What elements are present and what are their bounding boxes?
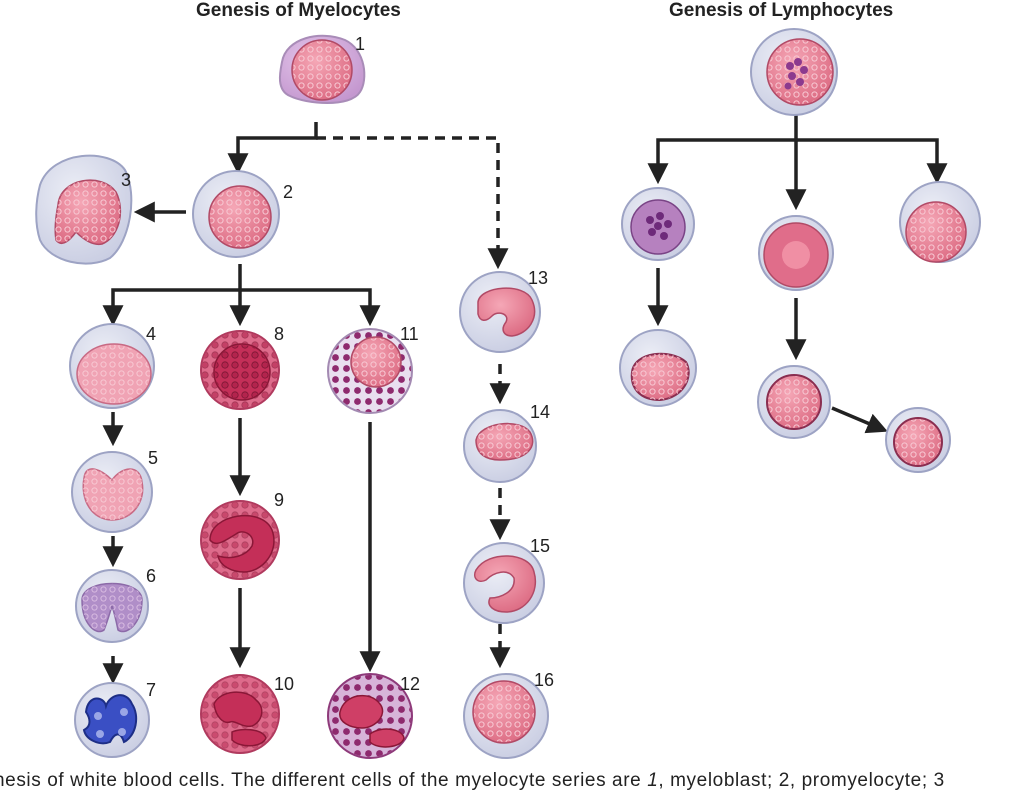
cell-4	[69, 323, 155, 409]
caption-number-1: 1	[647, 770, 659, 791]
label-7: 7	[146, 680, 156, 700]
lymphocyte-left-2	[619, 329, 697, 407]
figure-caption: nesis of white blood cells. The differen…	[0, 770, 945, 792]
caption-text-end: , myeloblast; 2, promyelocyte; 3	[658, 770, 945, 791]
label-16: 16	[534, 670, 554, 690]
cell-16	[463, 673, 549, 759]
cell-15	[463, 542, 545, 624]
label-9: 9	[274, 490, 284, 510]
label-13: 13	[528, 268, 548, 288]
cell-7	[74, 682, 150, 758]
cell-13	[459, 271, 541, 353]
cell-5	[71, 451, 153, 533]
label-5: 5	[148, 448, 158, 468]
cell-14	[463, 409, 537, 483]
label-14: 14	[530, 402, 550, 422]
lymphocyte-small	[885, 407, 951, 473]
label-10: 10	[274, 674, 294, 694]
caption-text-start: nesis of white blood cells. The differen…	[0, 770, 648, 791]
label-12: 12	[400, 674, 420, 694]
cell-2-promyelocyte	[192, 170, 280, 258]
label-2: 2	[283, 182, 293, 202]
lymphocyte-center-1	[758, 215, 834, 291]
lymphocyte-arrows	[647, 114, 948, 434]
lymphocyte-center-2	[757, 365, 831, 439]
title-lymphocytes: Genesis of Lymphocytes	[669, 0, 894, 21]
lymphoblast-cell	[750, 28, 838, 116]
cell-8	[200, 330, 280, 410]
label-15: 15	[530, 536, 550, 556]
cell-1-myeloblast	[278, 34, 366, 104]
label-4: 4	[146, 324, 156, 344]
cell-11	[327, 328, 413, 414]
label-11: 11	[400, 324, 419, 344]
lymphocyte-left-1	[621, 187, 695, 261]
title-myelocytes: Genesis of Myelocytes	[196, 0, 401, 21]
cell-10	[200, 674, 280, 754]
cell-9	[200, 500, 280, 580]
myelocyte-arrows	[102, 122, 511, 685]
label-6: 6	[146, 566, 156, 586]
lymphocyte-right-1	[899, 181, 981, 263]
label-8: 8	[274, 324, 284, 344]
cell-6	[75, 569, 149, 643]
label-3: 3	[121, 170, 131, 190]
cell-12	[327, 673, 413, 759]
cell-number-labels: 1 2 3 4 5 6 7 8 9 10 11 12 13 14 15 16	[121, 34, 554, 700]
cell-3	[35, 154, 133, 265]
label-1: 1	[355, 34, 365, 54]
